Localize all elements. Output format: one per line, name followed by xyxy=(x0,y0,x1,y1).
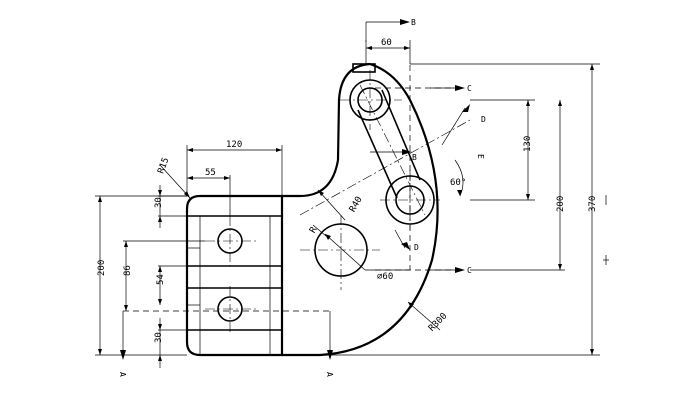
section-d-markers: D D E xyxy=(394,104,486,252)
section-b-mid-label: B xyxy=(412,153,417,162)
dim-54: 54 xyxy=(156,274,166,285)
dimensions: 60 120 55 R15 30 200 xyxy=(95,38,609,368)
section-e-label: E xyxy=(476,154,485,159)
dim-r40: R40 xyxy=(348,195,365,214)
section-c-top-label: C xyxy=(467,84,472,93)
dim-30-bottom: 30 xyxy=(154,332,164,343)
section-a-left-label: A xyxy=(118,372,127,377)
section-d-lower-label: D xyxy=(414,243,419,252)
left-block-outline xyxy=(185,194,284,357)
dim-55: 55 xyxy=(205,168,216,178)
block-internal-lines xyxy=(187,215,282,355)
section-b-top-label: B xyxy=(411,18,416,27)
dim-r-small: R xyxy=(308,225,320,235)
dim-86: 86 xyxy=(123,265,133,276)
dim-130: 130 xyxy=(523,136,533,152)
inner-arm-edge xyxy=(282,62,371,198)
center-lines xyxy=(205,70,471,332)
dim-370: 370 xyxy=(588,196,598,212)
section-b-markers: B B xyxy=(365,18,417,162)
dim-angle-60: 60° xyxy=(450,178,466,188)
section-cut-lines xyxy=(123,65,455,312)
holes xyxy=(217,79,435,322)
dim-30-top: 30 xyxy=(154,197,164,208)
outer-arc-edge xyxy=(282,62,439,357)
section-c-bottom-label: C xyxy=(467,266,472,275)
section-d-upper-label: D xyxy=(481,115,486,124)
dim-200-left: 200 xyxy=(97,260,107,276)
section-a-right-label: A xyxy=(325,372,334,377)
section-c-markers: C C xyxy=(430,84,472,275)
dim-200-right: 200 xyxy=(556,196,566,212)
top-boss xyxy=(352,63,376,73)
dim-r15: R15 xyxy=(156,156,171,175)
dim-r300: R300 xyxy=(427,311,449,333)
dim-60-top: 60 xyxy=(381,38,392,48)
dim-phi60: ∅60 xyxy=(377,272,393,282)
dim-120: 120 xyxy=(226,140,242,150)
